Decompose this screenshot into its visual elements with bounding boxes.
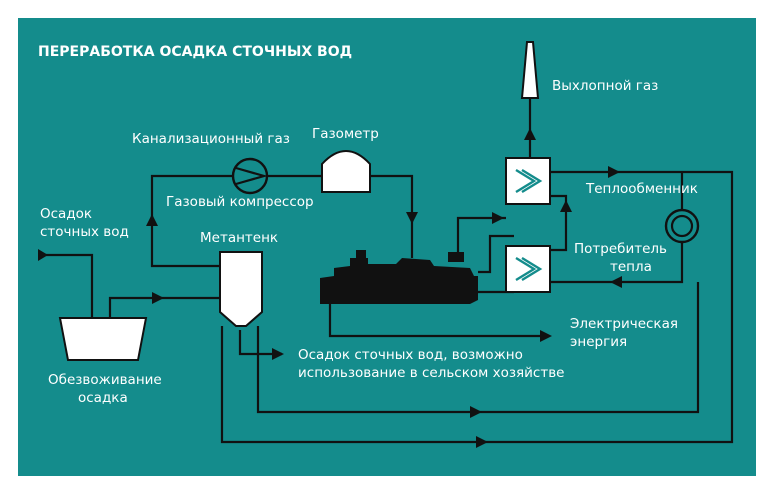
sludge-inlet-pipe: [38, 249, 94, 318]
exhaust-stack: [520, 41, 540, 99]
digester-heating-pipe: [256, 282, 700, 418]
digester-gas-pipe: [146, 174, 232, 268]
diagram-title: ПЕРЕРАБОТКА ОСАДКА СТОЧНЫХ ВОД: [38, 44, 352, 60]
diagram-panel: ПЕРЕРАБОТКА ОСАДКА СТОЧНЫХ ВОД: [18, 18, 756, 476]
heat-exchanger-label: Теплообменник: [585, 181, 698, 197]
sludge-output-label-2: использование в сельском хозяйстве: [298, 365, 564, 381]
digester-icon: [219, 251, 263, 327]
heat-consumer-label-2: тепла: [610, 259, 652, 275]
dewatering-label-1: Обезвоживание: [48, 372, 162, 388]
gasometer-icon: [321, 150, 371, 193]
digester-label: Метантенк: [200, 230, 278, 246]
engine-to-exchanger-pipe: [456, 212, 506, 260]
exchanger-link-pipe: [548, 194, 572, 252]
heat-loop-pipe: [220, 166, 734, 448]
electric-output-pipe: [328, 304, 552, 342]
gasometer-to-engine-pipe: [370, 174, 418, 258]
heat-consumer-label-1: Потребитель: [574, 241, 667, 257]
gas-compressor-icon: [231, 157, 269, 195]
dewatering-label-2: осадка: [78, 390, 128, 406]
gas-compressor-label: Газовый компрессор: [166, 194, 314, 210]
heat-exchanger-lower-icon: [505, 245, 551, 293]
dewatering-to-digester-pipe: [108, 292, 220, 318]
electric-label-2: энергия: [570, 334, 627, 350]
sewer-gas-label: Канализационный газ: [132, 131, 290, 147]
exhaust-pipe: [524, 98, 536, 158]
sludge-label-1: Осадок: [40, 206, 92, 222]
sludge-label-2: сточных вод: [40, 224, 129, 240]
dewatering-tank-icon: [58, 317, 148, 361]
heat-consumer-icon: [664, 208, 700, 244]
sludge-output-pipe: [238, 330, 284, 360]
gasometer-label: Газометр: [312, 126, 379, 142]
engine-exhaust-pipe: [478, 234, 514, 274]
exhaust-gas-label: Выхлопной газ: [552, 78, 658, 94]
electric-label-1: Электрическая: [570, 316, 678, 332]
heat-exchanger-upper-icon: [505, 157, 551, 205]
gas-engine-icon: [320, 250, 478, 304]
sludge-output-label-1: Осадок сточных вод, возможно: [298, 347, 523, 363]
